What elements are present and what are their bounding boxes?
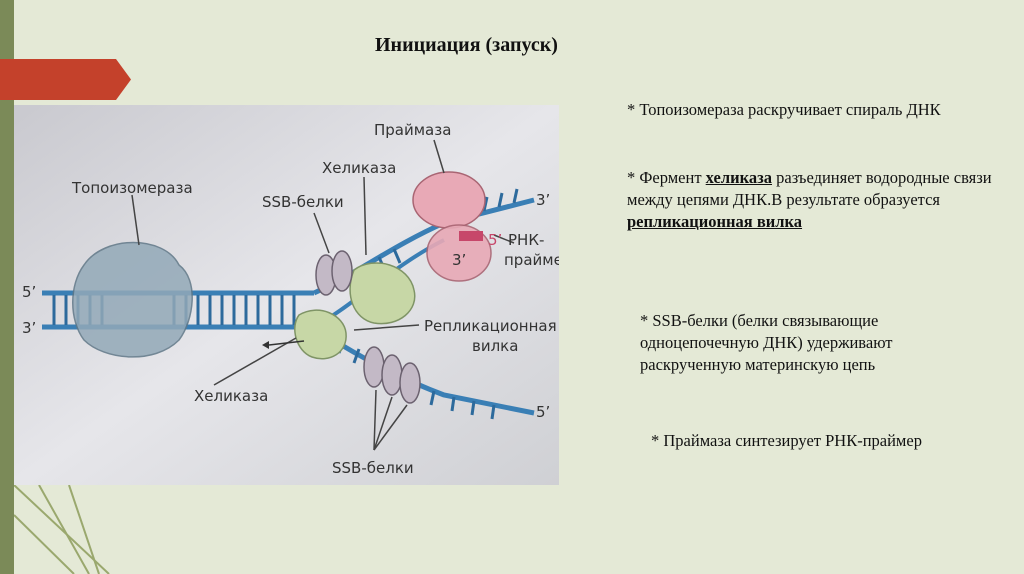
- label-5prime-right: 5’: [536, 403, 550, 421]
- label-helicase-top: Хеликаза: [322, 159, 396, 177]
- label-primase: Праймаза: [374, 121, 451, 139]
- left-accent-bar: [0, 0, 14, 574]
- bullet-ssb: * SSB-белки (белки связывающие одноцепоч…: [640, 311, 893, 374]
- label-ssb-bottom: SSB-белки: [332, 459, 414, 477]
- label-ssb-top: SSB-белки: [262, 193, 344, 211]
- term-replication-fork: репликационная вилка: [627, 212, 803, 231]
- label-replication-fork-1: Репликационная: [424, 317, 557, 335]
- slide-title: Инициация (запуск): [375, 34, 558, 56]
- label-rna-primer-2: праймер: [504, 251, 559, 269]
- topoisomerase-shape: [72, 241, 193, 358]
- bullet-helicase-middle: разъединяет водородные связи между цепям…: [627, 168, 992, 209]
- bullet-topoisomerase: * Топоизомераза раскручивает спираль ДНК: [627, 100, 941, 119]
- helicase-bottom-shape: [294, 309, 347, 360]
- red-arrow-accent: [0, 59, 131, 100]
- helicase-top-shape: [349, 262, 416, 325]
- label-3prime-right: 3’: [536, 191, 550, 209]
- label-3prime-left: 3’: [22, 319, 36, 337]
- label-5prime-left: 5’: [22, 283, 36, 301]
- ssb-top-shapes: [315, 250, 353, 296]
- bullet-helicase: * Фермент хеликаза разъединяет водородны…: [627, 167, 1007, 233]
- bullet-helicase-prefix: * Фермент: [627, 168, 706, 187]
- label-5prime-primer: 5’: [488, 231, 502, 249]
- label-rna-primer-1: РНК-: [508, 231, 544, 249]
- primase-shape: [412, 171, 486, 229]
- label-topoisomerase: Топоизомераза: [71, 179, 193, 197]
- label-helicase-bottom: Хеликаза: [194, 387, 268, 405]
- decorative-stripes: [14, 485, 110, 574]
- label-3prime-primer: 3’: [452, 251, 466, 269]
- bullet-primase: * Праймаза синтезирует РНК-праймер: [651, 431, 922, 450]
- term-helicase: хеликаза: [705, 168, 772, 187]
- label-replication-fork-2: вилка: [472, 337, 518, 355]
- dna-replication-diagram: Праймаза Хеликаза Топоизомераза SSB-белк…: [14, 105, 559, 485]
- ssb-bottom-shapes: [363, 346, 421, 404]
